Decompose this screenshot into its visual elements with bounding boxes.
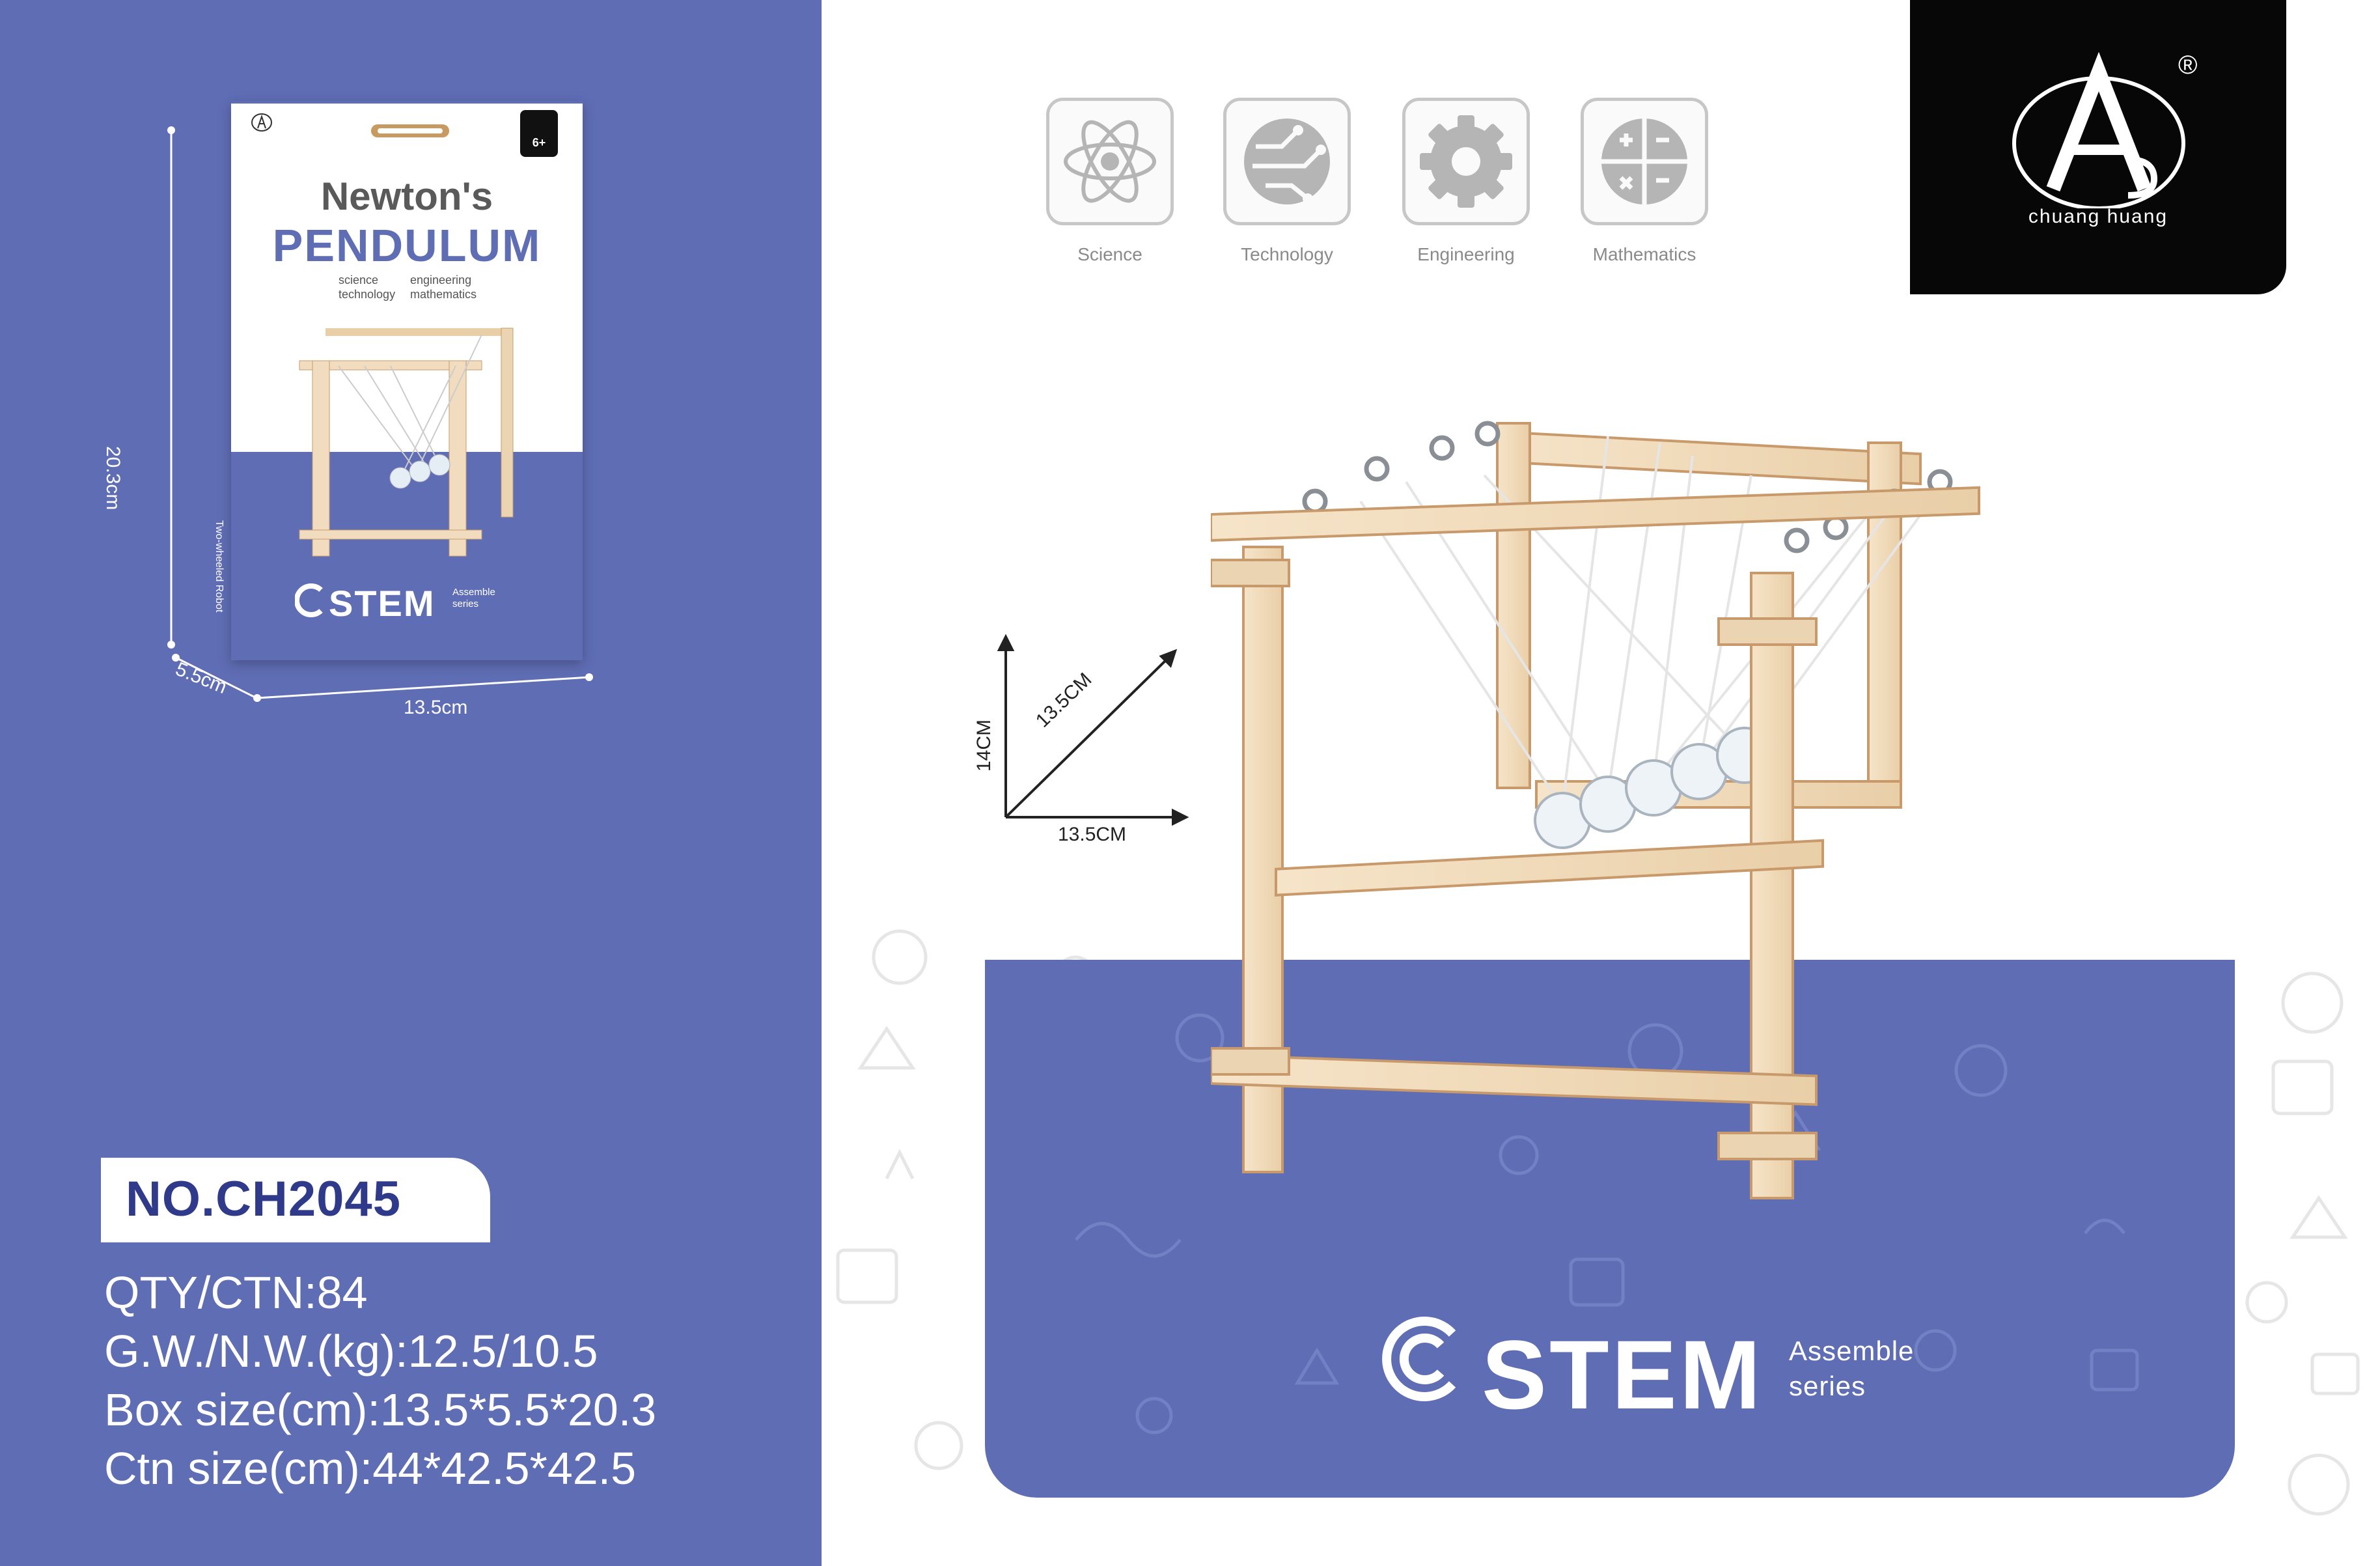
spec-box-size: Box size(cm):13.5*5.5*20.3 — [104, 1384, 657, 1435]
sub-engineering: engineering — [410, 273, 472, 287]
atom-icon — [1064, 120, 1156, 203]
package-logo-icon — [251, 113, 272, 132]
sub-technology: technology — [339, 288, 396, 301]
package-pendulum-image — [299, 328, 514, 557]
math-symbols-icon — [1601, 119, 1687, 204]
mathematics-label: Mathematics — [1592, 244, 1696, 264]
product-dimension-arrows — [997, 634, 1189, 826]
package-height-label: 20.3cm — [102, 446, 124, 510]
stem-assemble-word: Assemble — [1789, 1335, 1915, 1366]
product-number: NO.CH2045 — [126, 1171, 401, 1227]
brand-name: chuang huang — [2028, 206, 2168, 227]
stem-assemble-label: Assemble series — [1789, 1334, 1914, 1404]
package-stem-word: STEM — [329, 583, 436, 624]
engineering-card — [1402, 98, 1530, 225]
package-blue-base — [231, 452, 583, 660]
mathematics-card — [1581, 98, 1708, 225]
age-badge: 6+ — [520, 110, 558, 157]
registered-mark: ® — [2178, 51, 2198, 79]
gear-icon — [1420, 115, 1512, 208]
package-title-line2: PENDULUM — [272, 220, 542, 271]
spec-weight: G.W./N.W.(kg):12.5/10.5 — [104, 1326, 598, 1377]
spec-ctn-size: Ctn size(cm):44*42.5*42.5 — [104, 1443, 637, 1494]
sub-science: science — [339, 273, 379, 287]
package-title-line1: Newton's — [320, 175, 493, 218]
stem-logo-icon — [1382, 1317, 1456, 1401]
product-height-label: 14CM — [973, 719, 995, 772]
package-width-label: 13.5cm — [404, 697, 468, 718]
blue-block-doodles — [1075, 1013, 2139, 1434]
brand-logo-box: ® chuang huang — [1910, 0, 2286, 294]
sub-mathematics: mathematics — [410, 288, 477, 301]
stem-series-word: series — [1789, 1371, 1866, 1401]
stem-blue-block — [985, 960, 2235, 1498]
package-sub-left: science technology — [339, 273, 395, 301]
technology-card — [1223, 98, 1351, 225]
science-label: Science — [1077, 244, 1142, 264]
left-info-panel: 6+ Newton's PENDULUM science technology … — [0, 0, 822, 1566]
circuit-icon — [1244, 119, 1330, 204]
science-card — [1046, 98, 1174, 225]
age-label: 6+ — [532, 136, 546, 149]
newtons-pendulum-product — [1211, 421, 1980, 1199]
package-sub-right: engineering mathematics — [410, 273, 477, 301]
engineering-label: Engineering — [1417, 244, 1515, 264]
package-stem-logo-icon — [295, 583, 323, 617]
package-hang-tab — [371, 124, 449, 137]
spec-qty-ctn: QTY/CTN:84 — [104, 1267, 368, 1318]
package-assemble-label: Assemble series — [452, 587, 495, 610]
product-number-badge: NO.CH2045 — [101, 1158, 490, 1242]
brand-logo-icon — [2012, 52, 2185, 208]
series-word: series — [452, 598, 479, 609]
package-dimension-lines — [167, 126, 593, 702]
technology-label: Technology — [1241, 244, 1333, 264]
stem-word: STEM — [1482, 1320, 1764, 1429]
product-width-label: 13.5CM — [1058, 824, 1127, 845]
product-package: 6+ Newton's PENDULUM science technology … — [214, 101, 583, 660]
assemble-word: Assemble — [452, 587, 495, 598]
